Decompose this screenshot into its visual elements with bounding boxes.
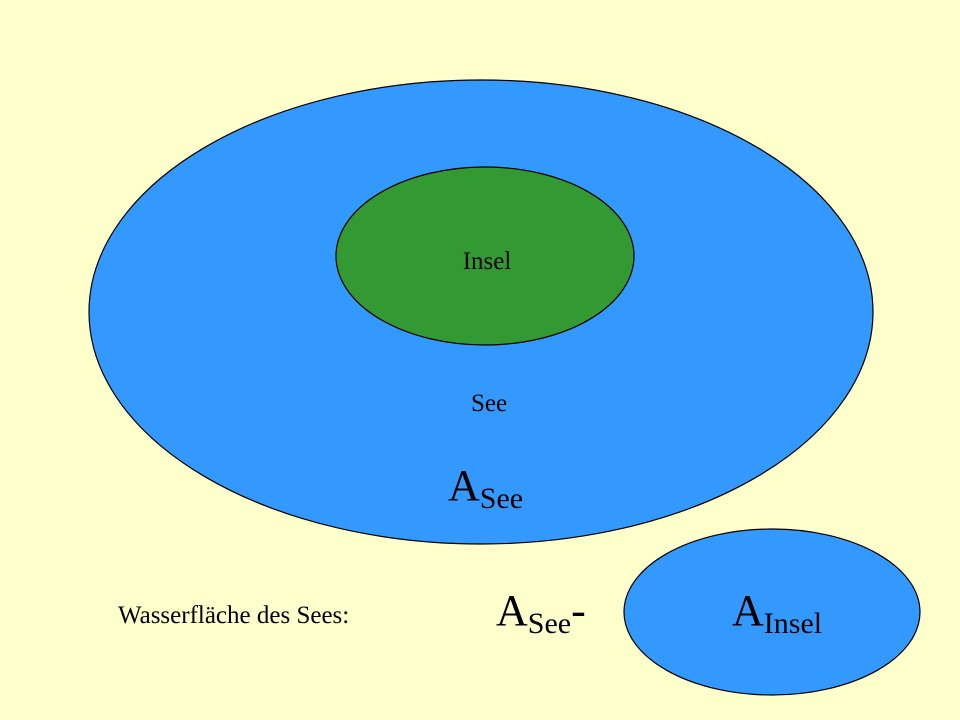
island-area-shape [623, 528, 921, 696]
formula-lake-letter: A [496, 586, 528, 635]
lake-area-subscript: See [480, 482, 523, 515]
formula-lake-term: ASee- [496, 586, 586, 640]
island-shape [335, 166, 635, 346]
lake-area-letter: A [448, 461, 480, 510]
formula-lake-subscript: See [528, 607, 571, 640]
formula-island-subscript: Insel [764, 607, 822, 640]
formula-island-term: AInsel [732, 586, 822, 640]
lake-area-symbol: ASee [448, 461, 523, 515]
island-label: Insel [463, 248, 512, 275]
lake-label: See [471, 390, 507, 417]
formula-minus-operator: - [571, 586, 586, 635]
formula-caption: Wasserfläche des Sees: [118, 602, 349, 629]
formula-island-letter: A [732, 586, 764, 635]
